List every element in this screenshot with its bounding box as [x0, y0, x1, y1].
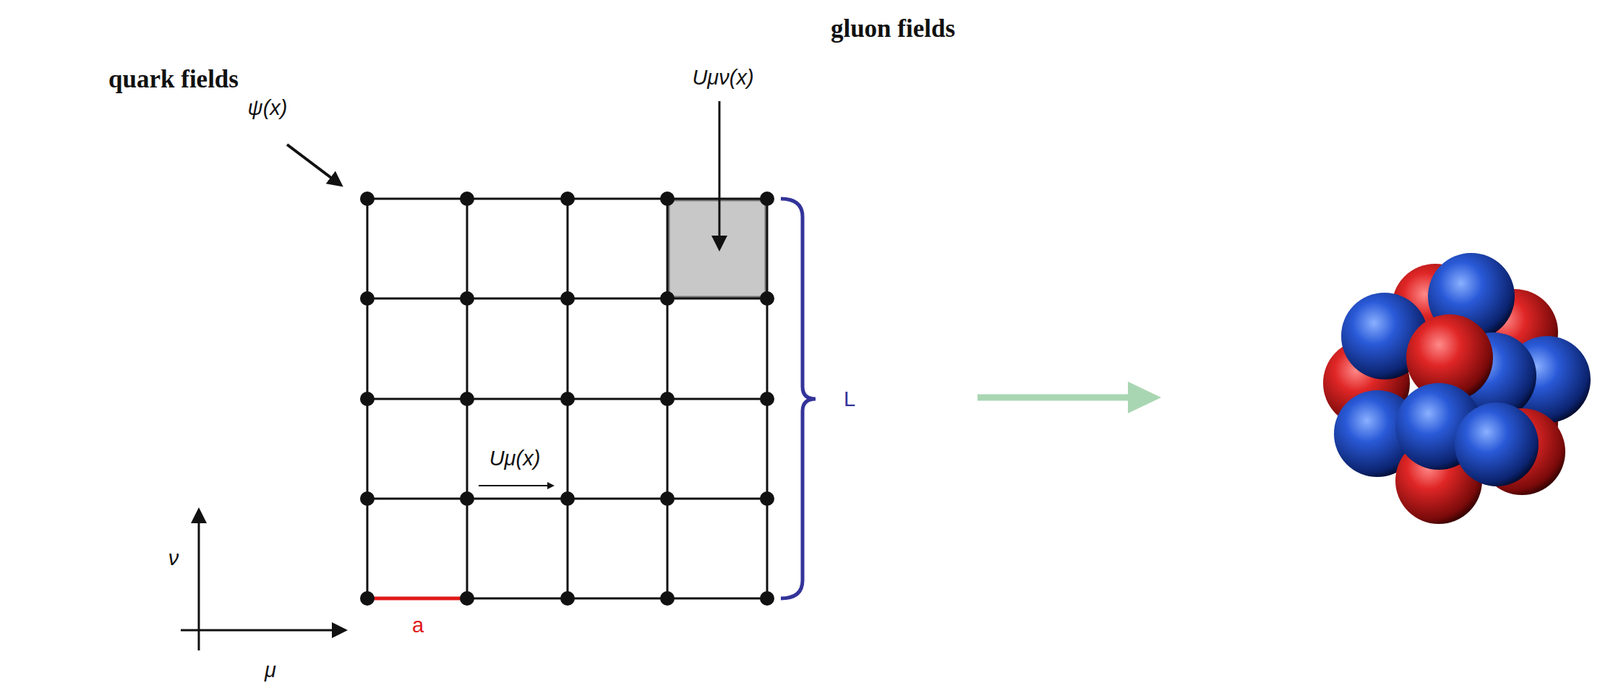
field-label: ψ(x) — [247, 96, 288, 121]
axis-arrow — [180, 629, 344, 632]
field-label: Uμν(x) — [691, 66, 754, 90]
field-label: Uμ(x) — [489, 447, 541, 471]
transition-arrow — [977, 394, 1132, 402]
axis-label: ν — [168, 547, 180, 571]
section-heading: gluon fields — [830, 15, 956, 44]
plaquette — [668, 200, 766, 298]
lattice-grid — [367, 198, 768, 599]
lattice-sites — [360, 191, 775, 606]
spacing-segment — [370, 597, 465, 601]
section-heading: quark fields — [108, 65, 239, 94]
size-brace — [780, 198, 816, 599]
pointer-arrow — [718, 101, 721, 248]
size-label: L — [843, 388, 856, 412]
nucleus — [1323, 253, 1591, 525]
pointer-arrow — [287, 144, 340, 185]
transition-arrow-head — [1127, 381, 1162, 414]
spacing-label: a — [412, 614, 424, 638]
link-arrow — [478, 485, 554, 487]
axis-label: μ — [264, 659, 277, 683]
axis-arrow — [198, 511, 201, 651]
